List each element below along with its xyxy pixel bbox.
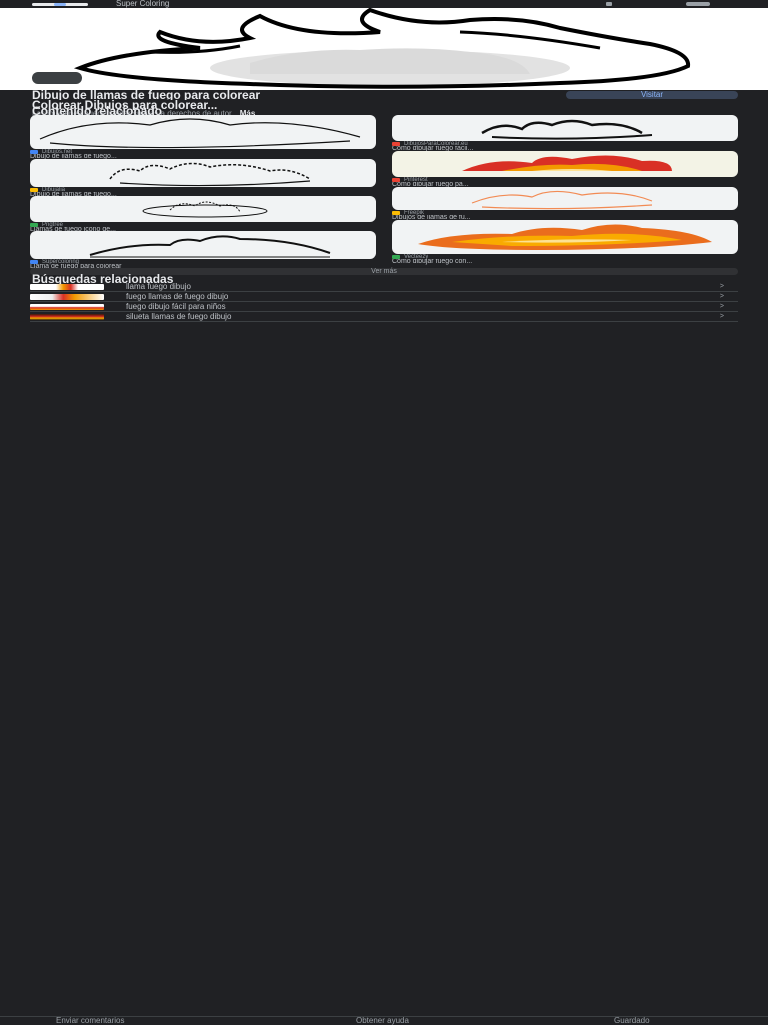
- search-thumbnail: [30, 293, 104, 300]
- source-favicon: [30, 187, 38, 192]
- image-badge: [32, 72, 82, 84]
- search-thumbnail: [30, 283, 104, 290]
- related-card-4[interactable]: Pinterest Cómo dibujar fuego pa...: [392, 151, 738, 188]
- copyright-text: Las imágenes pueden estar sujetas a dere…: [32, 109, 234, 118]
- card-source: Vecteezy: [404, 253, 429, 260]
- card-thumbnail: [30, 231, 376, 259]
- send-feedback-link[interactable]: Enviar comentarios: [56, 1016, 125, 1025]
- related-card-7[interactable]: Supercoloring Llama de fuego para colore…: [30, 231, 376, 270]
- more-link[interactable]: Más: [239, 109, 256, 118]
- share-icon[interactable]: [606, 2, 612, 6]
- source-favicon: [30, 149, 38, 154]
- related-card-3[interactable]: Dibujalia Dibujo de llamas de fuego...: [30, 159, 376, 198]
- card-source: Supercoloring: [42, 258, 80, 265]
- search-thumbnail: [30, 313, 104, 320]
- top-bar: Super Coloring: [0, 0, 768, 8]
- related-search-item[interactable]: llama fuego dibujo >: [30, 282, 738, 292]
- source-favicon: [30, 222, 38, 227]
- arrow-right-icon: >: [719, 283, 724, 290]
- related-card-6[interactable]: Freepik Dibujos de llamas de fu...: [392, 187, 738, 221]
- source-favicon: [392, 254, 400, 259]
- card-caption: Cómo dibujar fuego fácil...: [392, 146, 474, 152]
- card-thumbnail: [392, 151, 738, 177]
- card-thumbnail: [30, 196, 376, 222]
- related-search-text: silueta llamas de fuego dibujo: [126, 311, 232, 321]
- bottom-bar: Enviar comentarios Obtener ayuda Guardad…: [0, 1016, 768, 1025]
- arrow-right-icon: >: [719, 303, 724, 310]
- card-caption: Llama de fuego para colorear: [30, 264, 122, 270]
- related-content-heading: Contenido relacionado: [32, 104, 163, 118]
- result-info: Dibujo de llamas de fuego para colorear …: [32, 90, 736, 118]
- related-search-text: fuego dibujo fácil para niños: [126, 301, 226, 311]
- see-more-button[interactable]: Ver más: [30, 268, 738, 275]
- card-source: DibujosParaColorear.eu: [404, 140, 468, 147]
- card-caption: Cómo dibujar fuego con...: [392, 259, 473, 265]
- site-name[interactable]: Super Coloring: [116, 0, 170, 8]
- related-searches-list: llama fuego dibujo > fuego llamas de fue…: [30, 282, 738, 322]
- arrow-right-icon: >: [719, 293, 724, 300]
- card-source: Freepik: [404, 209, 425, 216]
- help-link[interactable]: Obtener ayuda: [356, 1016, 409, 1025]
- card-caption: Llamas de fuego icono de...: [30, 227, 117, 233]
- card-thumbnail: [30, 115, 376, 149]
- arrow-right-icon: >: [719, 313, 724, 320]
- card-source: Pngtree: [42, 221, 64, 228]
- card-caption: Dibujos de llamas de fu...: [392, 215, 471, 221]
- card-caption: Dibujo de llamas de fuego...: [30, 154, 117, 160]
- card-thumbnail: [392, 115, 738, 141]
- related-searches-heading: Búsquedas relacionadas: [32, 272, 174, 286]
- flame-outline-image: [73, 8, 691, 89]
- related-card-8[interactable]: Vecteezy Cómo dibujar fuego con...: [392, 220, 738, 265]
- related-card-1[interactable]: Dibujos.net Dibujo de llamas de fuego...: [30, 115, 376, 160]
- related-search-text: llama fuego dibujo: [126, 281, 191, 291]
- card-thumbnail: [392, 187, 738, 210]
- card-source: Dibujos.net: [42, 148, 73, 155]
- card-thumbnail: [392, 220, 738, 254]
- menu-button[interactable]: [686, 2, 710, 6]
- saved-link[interactable]: Guardado: [614, 1016, 650, 1025]
- card-thumbnail: [30, 159, 376, 187]
- related-search-item[interactable]: silueta llamas de fuego dibujo >: [30, 312, 738, 322]
- related-card-5[interactable]: Pngtree Llamas de fuego icono de...: [30, 196, 376, 233]
- visit-button[interactable]: Visitar: [566, 91, 738, 99]
- card-source: Dibujalia: [42, 186, 66, 193]
- source-favicon: [392, 177, 400, 182]
- related-card-2[interactable]: DibujosParaColorear.eu Cómo dibujar fueg…: [392, 115, 738, 152]
- main-image[interactable]: [0, 8, 768, 90]
- card-caption: Dibujo de llamas de fuego...: [30, 192, 117, 198]
- source-favicon: [392, 141, 400, 146]
- search-thumbnail: [30, 303, 104, 310]
- result-title[interactable]: Dibujo de llamas de fuego para colorear: [32, 90, 261, 100]
- source-favicon: [392, 210, 400, 215]
- copyright-notice: Las imágenes pueden estar sujetas a dere…: [32, 110, 736, 118]
- related-search-item[interactable]: fuego dibujo fácil para niños >: [30, 302, 738, 312]
- source-favicon: [30, 259, 38, 264]
- site-logo-icon[interactable]: [32, 2, 88, 6]
- card-source: Pinterest: [404, 176, 428, 183]
- card-caption: Cómo dibujar fuego pa...: [392, 182, 469, 188]
- related-search-item[interactable]: fuego llamas de fuego dibujo >: [30, 292, 738, 302]
- result-title-line2[interactable]: Colorear Dibujos para colorear...: [32, 100, 218, 110]
- related-search-text: fuego llamas de fuego dibujo: [126, 291, 229, 301]
